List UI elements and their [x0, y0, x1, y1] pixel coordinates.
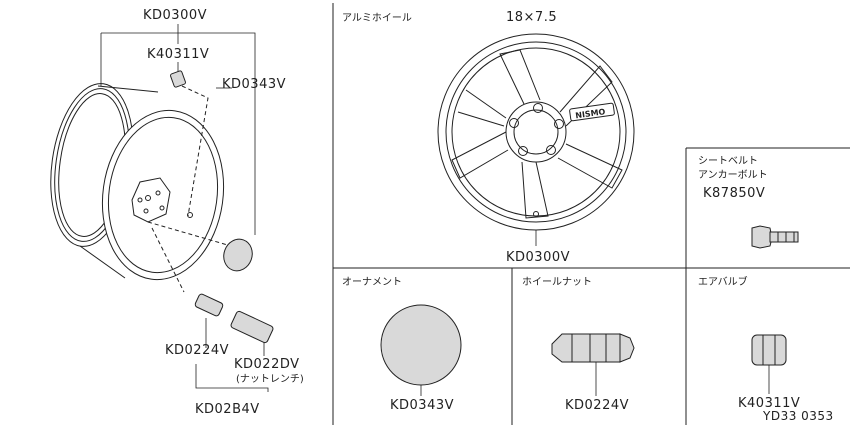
- alloy-wheel-title: アルミホイール: [342, 12, 412, 24]
- seatbelt-title-line2: アンカーボルト: [698, 169, 768, 181]
- diagram-id: YD33 0353: [762, 409, 834, 423]
- alloy-wheel-part-number: KD0300V: [506, 250, 570, 265]
- label-k40311v: K40311V: [147, 47, 209, 62]
- air-valve-part-number: K40311V: [738, 396, 800, 411]
- wheel-nut-title: ホイールナット: [522, 276, 592, 288]
- ornament-drawing: [380, 304, 462, 396]
- ornament-part-number: KD0343V: [390, 398, 454, 413]
- label-kd0343v: KD0343V: [222, 77, 286, 92]
- wheel-nut-drawing: [551, 333, 635, 396]
- air-valve-drawing: [751, 334, 787, 394]
- wheel-brand: NISMO: [575, 107, 606, 120]
- seatbelt-part-number: K87850V: [703, 186, 765, 201]
- exploded-wheel-assembly: [50, 24, 274, 392]
- label-nut-wrench: (ナットレンチ): [236, 373, 304, 385]
- label-kd02b4v: KD02B4V: [195, 402, 260, 417]
- alloy-wheel-drawing: [437, 33, 635, 246]
- air-valve-title: エアバルブ: [698, 275, 748, 288]
- anchor-bolt-drawing: [751, 225, 799, 249]
- label-kd0300v: KD0300V: [143, 8, 207, 23]
- label-kd022dv: KD022DV: [234, 357, 300, 372]
- ornament-title: オーナメント: [342, 276, 402, 288]
- wheel-spokes: [451, 49, 623, 219]
- seatbelt-title-line1: シートベルト: [698, 155, 758, 167]
- alloy-wheel-size: 18×7.5: [506, 10, 557, 25]
- panel-dividers: [332, 3, 850, 425]
- wheel-nut-part-number: KD0224V: [565, 398, 629, 413]
- label-kd0224v: KD0224V: [165, 343, 229, 358]
